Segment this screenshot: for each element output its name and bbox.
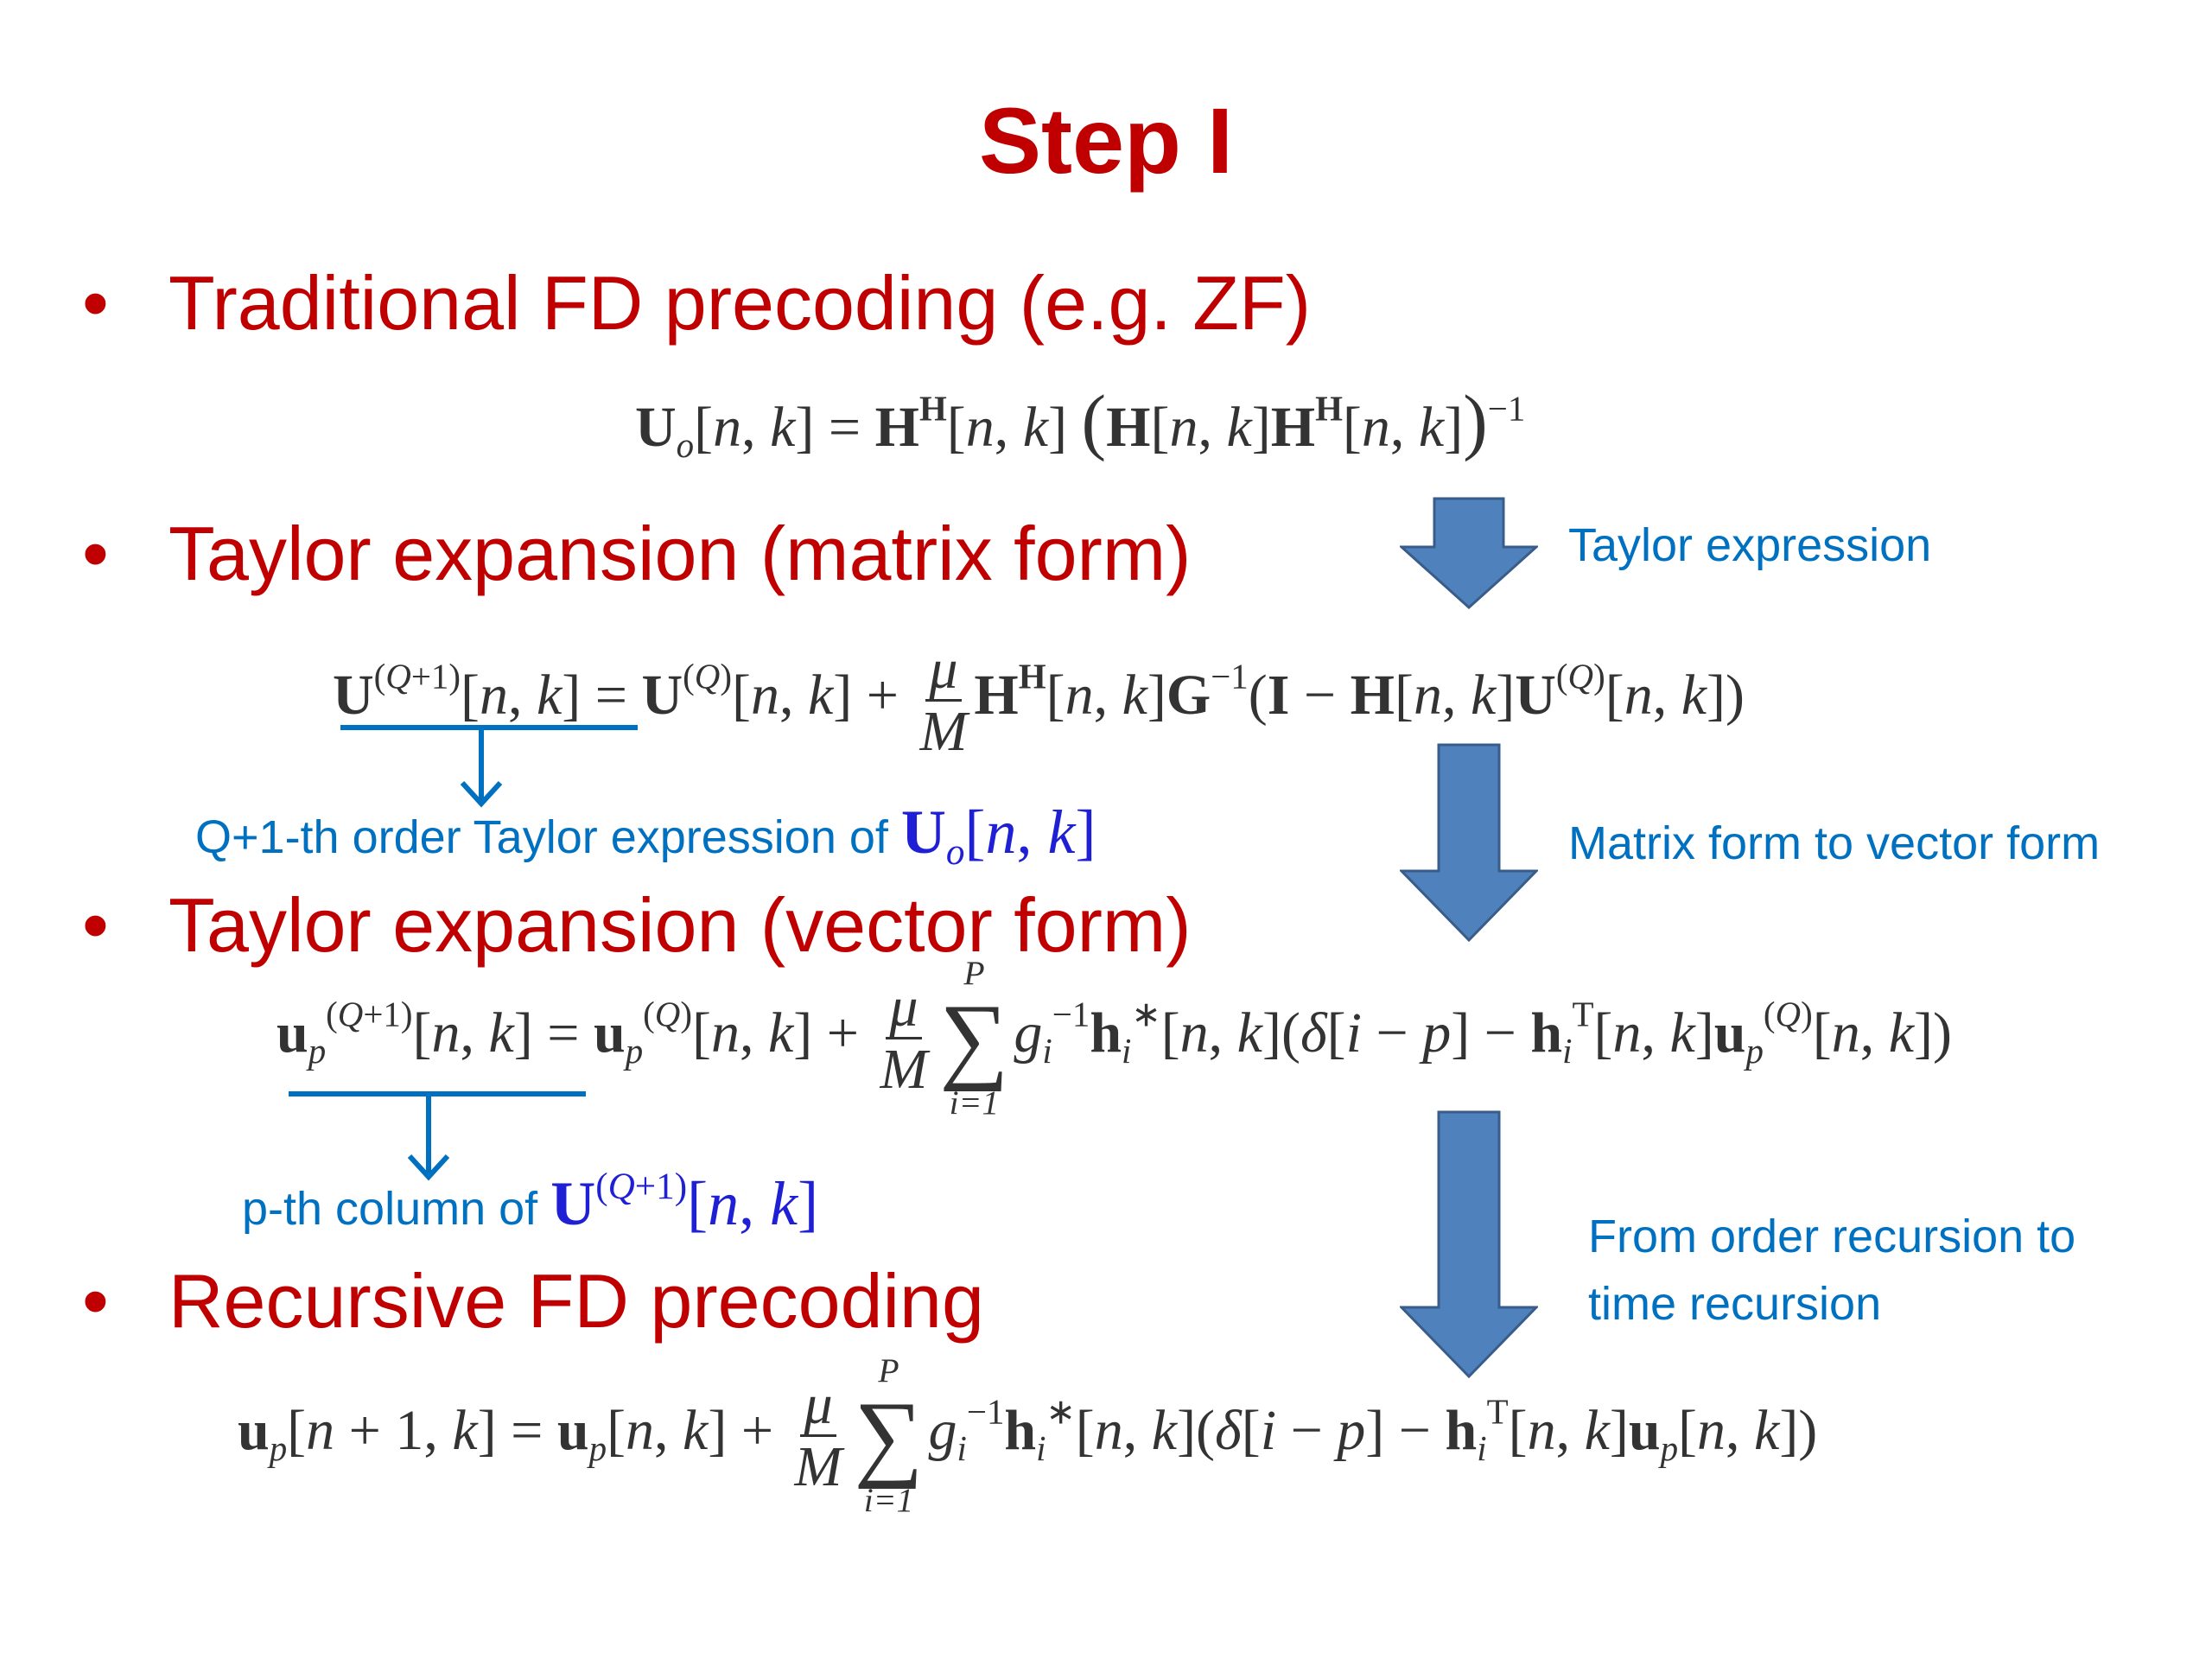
bullet-dot: • bbox=[82, 511, 109, 596]
note-taylor-order: Q+1-th order Taylor expression of Uo[n, … bbox=[195, 798, 1096, 873]
note-text: p-th column of bbox=[242, 1183, 538, 1235]
underline-connector-matrix bbox=[339, 724, 650, 815]
label-matrix-to-vector: Matrix form to vector form bbox=[1568, 817, 2101, 869]
bullet-dot: • bbox=[82, 1258, 109, 1344]
label-order-to-time: From order recursion to time recursion bbox=[1588, 1203, 2075, 1338]
bullet-text: Recursive FD precoding bbox=[168, 1258, 984, 1344]
bullet-text: Traditional FD precoding (e.g. ZF) bbox=[168, 260, 1312, 346]
bullet-taylor-vector: • Taylor expansion (vector form) bbox=[82, 881, 1192, 969]
bullet-taylor-matrix: • Taylor expansion (matrix form) bbox=[82, 510, 1191, 598]
bullet-recursive-fd: • Recursive FD precoding bbox=[82, 1257, 984, 1345]
label-line: From order recursion to bbox=[1588, 1211, 2076, 1262]
equation-zf-precoder: Uo[n, k] = HH[n, k] (H[n, k]HH[n, k])−1 bbox=[635, 380, 1526, 466]
note-pth-column: p-th column of U(Q+1)[n, k] bbox=[242, 1166, 819, 1238]
underline-connector-vector bbox=[287, 1090, 598, 1190]
bullet-dot: • bbox=[82, 882, 109, 968]
label-taylor-expression: Taylor expression bbox=[1568, 519, 1932, 571]
down-arrow-icon bbox=[1400, 497, 1538, 609]
slide-title: Step I bbox=[978, 88, 1234, 193]
note-text: Q+1-th order Taylor expression of bbox=[195, 811, 888, 863]
bullet-dot: • bbox=[82, 260, 109, 346]
bullet-traditional-fd: • Traditional FD precoding (e.g. ZF) bbox=[82, 259, 1311, 347]
down-arrow-icon bbox=[1400, 1110, 1538, 1378]
down-arrow-icon bbox=[1400, 743, 1538, 942]
bullet-text: Taylor expansion (matrix form) bbox=[168, 511, 1192, 596]
bullet-text: Taylor expansion (vector form) bbox=[168, 882, 1192, 968]
label-line: time recursion bbox=[1588, 1278, 1882, 1330]
